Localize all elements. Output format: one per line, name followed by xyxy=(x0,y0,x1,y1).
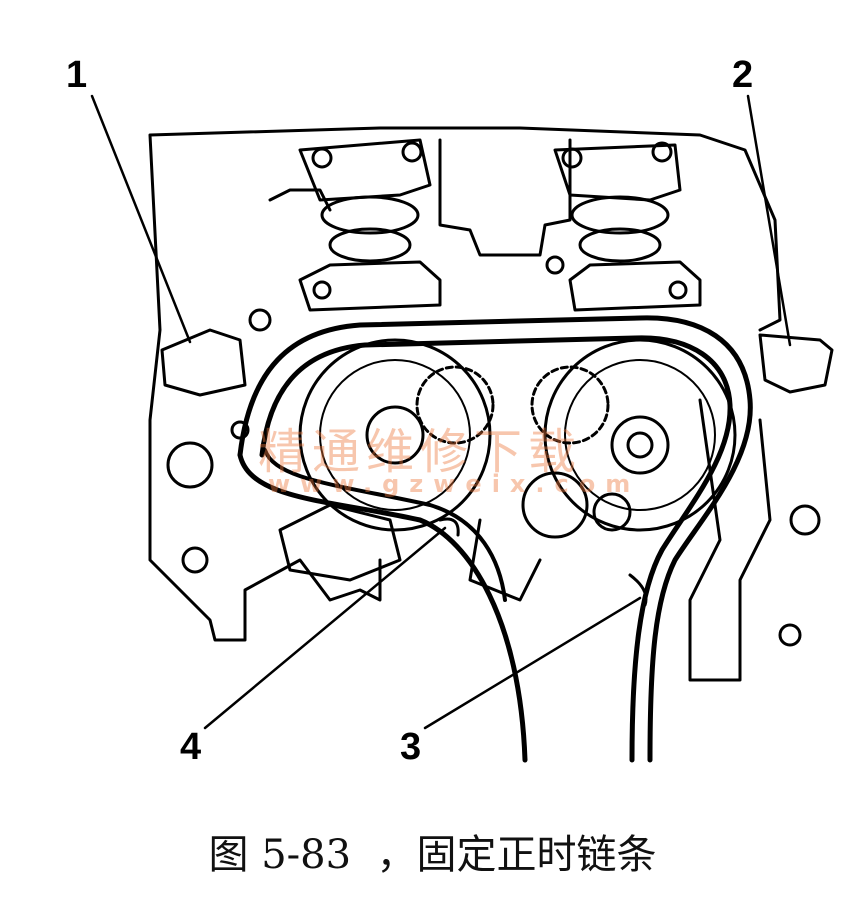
idler-gear-right xyxy=(530,365,610,445)
engine-block-outline xyxy=(148,126,782,642)
cam-cap-right xyxy=(568,260,702,312)
bearing-right-2 xyxy=(578,227,662,263)
bearing-right-1 xyxy=(570,195,670,235)
leader-2 xyxy=(746,94,792,347)
watermark-text: 精通维修下载 xyxy=(258,424,583,480)
leader-lines xyxy=(90,94,792,730)
timing-chain-left-run xyxy=(237,452,528,763)
tensioner-left xyxy=(160,328,247,397)
pin-4 xyxy=(438,517,460,537)
timing-chain-inner xyxy=(259,335,733,763)
pin-3 xyxy=(628,573,648,607)
watermark-url: www.gzweix.com xyxy=(268,470,641,498)
cam-cover-left xyxy=(298,138,432,202)
cam-cap-left xyxy=(298,260,442,312)
figure-caption: 图 5-83 ，固定正时链条 xyxy=(208,832,657,878)
callout-1: 1 xyxy=(66,54,88,96)
callout-4: 4 xyxy=(180,726,202,768)
leader-4 xyxy=(203,526,447,730)
timing-chain-left-run-inner xyxy=(263,448,507,602)
callout-3: 3 xyxy=(400,726,422,768)
timing-chain-outer xyxy=(237,315,753,763)
leader-3 xyxy=(423,596,642,730)
tensioner-right xyxy=(758,333,834,394)
bearing-left-2 xyxy=(328,227,412,263)
bearing-left-1 xyxy=(320,195,420,235)
chain-guide-right xyxy=(688,398,772,682)
intake-sprocket xyxy=(298,338,492,532)
idler-gear-left xyxy=(415,365,495,445)
leader-1 xyxy=(90,94,192,344)
callout-2: 2 xyxy=(732,54,754,96)
cam-cover-right xyxy=(553,143,682,202)
